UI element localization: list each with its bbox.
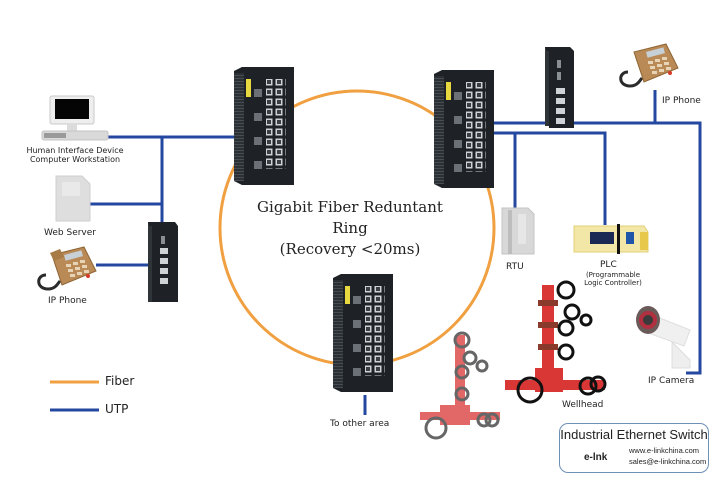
plc-label: PLC [600,260,617,270]
web-server-label: Web Server [44,228,96,238]
rtu-icon [501,207,535,255]
din-rail-switch-icon [545,47,574,128]
ip-phone-right-label: IP Phone [662,96,701,106]
server-icon [55,175,91,222]
brand-email-link[interactable]: sales@e-linkchina.com [629,457,707,466]
other-area-label: To other area [330,419,390,429]
brand-name: e-lnk [584,452,608,463]
ip-phone-icon [619,43,679,88]
din-rail-switch-icon [148,222,178,302]
plc-description: (Programmable Logic Controller) [584,271,642,287]
ip-camera-label: IP Camera [648,376,695,386]
workstation-label: Human Interface Device Computer Workstat… [26,146,124,164]
legend-utp-label: UTP [105,402,129,416]
wellhead-icon [505,280,607,404]
managed-switch-icon [234,67,294,185]
wellhead-icon [420,331,500,440]
ip-camera-icon [636,306,691,369]
managed-switch-icon [434,70,494,188]
wellhead-label: Wellhead [562,400,604,410]
rtu-label: RTU [506,262,524,272]
computer-workstation-icon [41,95,109,141]
brand-title: Industrial Ethernet Switch [560,427,708,442]
utp-links-right [363,90,702,415]
ip-phone-icon [37,246,97,291]
plc-icon [573,224,649,254]
legend-fiber-label: Fiber [105,374,135,388]
utp-links-left [90,135,238,267]
brand-website-link[interactable]: www.e-linkchina.com [629,446,700,455]
ring-title: Gigabit Fiber Reduntant Ring (Recovery <… [257,198,443,258]
managed-switch-icon [333,274,393,392]
brand-box: Industrial Ethernet Switch e-lnk www.e-l… [559,423,709,473]
ip-phone-left-label: IP Phone [48,296,87,306]
